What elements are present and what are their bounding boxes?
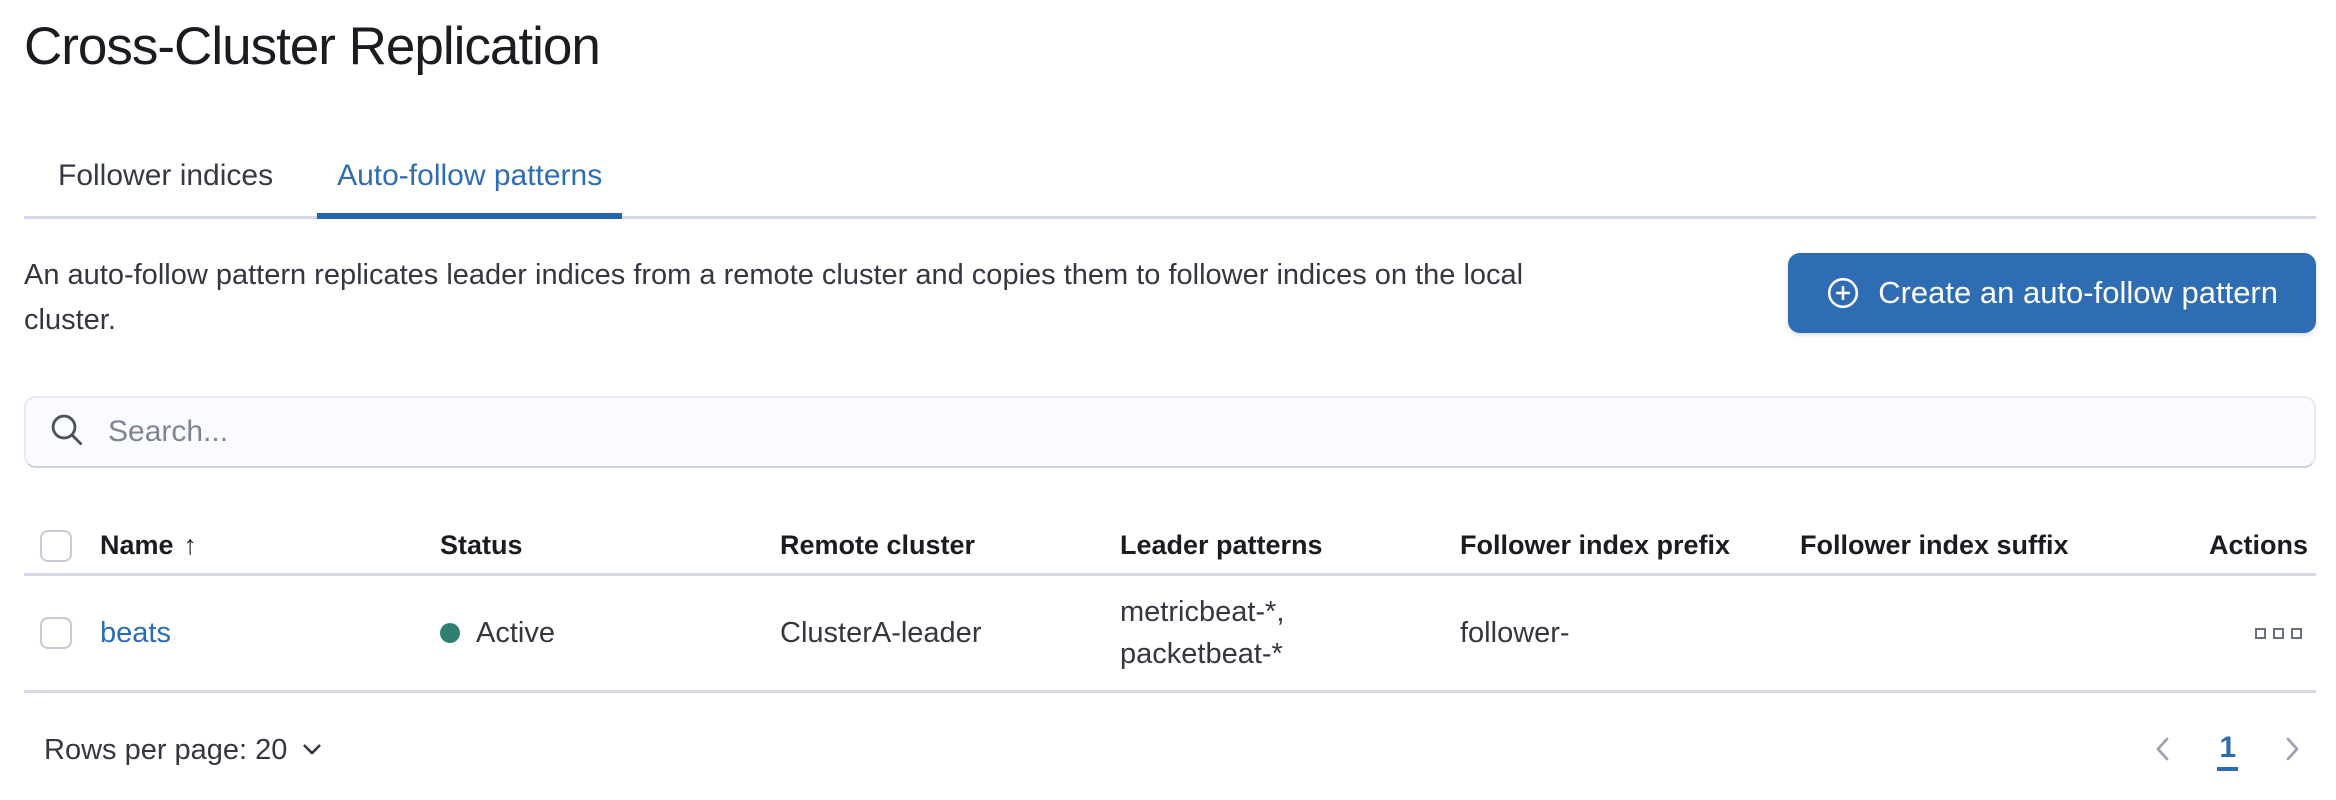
sort-ascending-icon: ↑ (183, 530, 198, 560)
rows-per-page-button[interactable]: Rows per page: 20 (44, 732, 325, 770)
header-content-row: An auto-follow pattern replicates leader… (24, 253, 2316, 343)
table-footer: Rows per page: 20 1 (24, 729, 2316, 772)
auto-follow-patterns-table: Name ↑ Status Remote cluster Leader patt… (24, 518, 2316, 693)
chevron-left-icon (2147, 733, 2179, 768)
boxes-horizontal-icon (2255, 627, 2266, 639)
remote-cluster-value: ClusterA-leader (780, 616, 982, 649)
column-header-leader-patterns: Leader patterns (1120, 530, 1323, 560)
status-label: Active (476, 616, 555, 649)
column-header-name[interactable]: Name ↑ (100, 530, 198, 560)
plus-in-circle-icon (1826, 276, 1860, 310)
select-all-checkbox[interactable] (40, 529, 72, 562)
follower-index-prefix-value: follower- (1460, 616, 1570, 649)
previous-page-button[interactable] (2143, 729, 2183, 772)
column-header-follower-index-prefix: Follower index prefix (1460, 530, 1731, 560)
page-title: Cross-Cluster Replication (24, 17, 601, 76)
search-icon (48, 411, 106, 454)
create-button-label: Create an auto-follow pattern (1878, 275, 2278, 310)
next-page-button[interactable] (2272, 729, 2312, 772)
table-header-row: Name ↑ Status Remote cluster Leader patt… (24, 518, 2316, 576)
column-header-follower-index-suffix: Follower index suffix (1800, 530, 2069, 560)
pagination: 1 (2143, 729, 2312, 772)
row-actions-button[interactable] (2249, 622, 2308, 645)
column-header-remote-cluster: Remote cluster (780, 530, 976, 560)
tabs-bar: Follower indices Auto-follow patterns (24, 144, 2316, 219)
pattern-name-link[interactable]: beats (100, 616, 171, 649)
tab-auto-follow-patterns[interactable]: Auto-follow patterns (317, 158, 623, 219)
page-1-button[interactable]: 1 (2217, 731, 2238, 771)
status-active-dot-icon (440, 623, 460, 643)
column-header-status: Status (440, 530, 523, 560)
rows-per-page-label: Rows per page: 20 (44, 734, 288, 766)
leader-patterns-value: metricbeat-*, packetbeat-* (1120, 596, 1285, 670)
table-row: beats Active ClusterA-leader metricbeat-… (24, 576, 2316, 693)
row-checkbox[interactable] (40, 617, 72, 649)
chevron-down-icon (299, 732, 325, 770)
chevron-right-icon (2276, 733, 2308, 768)
search-box (24, 396, 2316, 468)
page-description: An auto-follow pattern replicates leader… (24, 259, 1524, 336)
column-header-actions: Actions (2208, 530, 2308, 560)
search-input[interactable] (106, 414, 2292, 450)
create-auto-follow-pattern-button[interactable]: Create an auto-follow pattern (1788, 253, 2316, 333)
tab-follower-indices[interactable]: Follower indices (58, 159, 274, 192)
ccr-page: Cross-Cluster Replication Follower indic… (0, 14, 2336, 772)
